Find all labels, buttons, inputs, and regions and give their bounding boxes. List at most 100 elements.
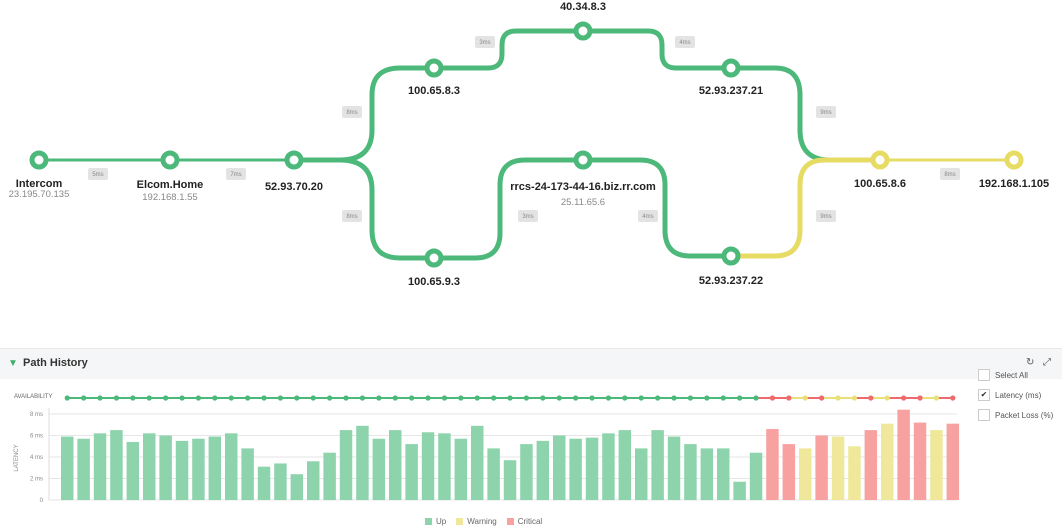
availability-dot[interactable]	[376, 395, 382, 401]
latency-bar[interactable]	[175, 440, 189, 500]
availability-dot[interactable]	[917, 395, 923, 401]
node-icon[interactable]	[29, 150, 49, 170]
latency-bar[interactable]	[717, 448, 730, 500]
availability-dot[interactable]	[901, 395, 907, 401]
option-packet-loss[interactable]: Packet Loss (%)	[978, 409, 1053, 421]
latency-bar[interactable]	[454, 438, 468, 500]
availability-dot[interactable]	[622, 395, 628, 401]
availability-dot[interactable]	[491, 395, 497, 401]
latency-bar[interactable]	[438, 433, 451, 500]
availability-dot[interactable]	[523, 395, 530, 401]
latency-bar[interactable]	[290, 474, 304, 500]
latency-bar[interactable]	[126, 441, 140, 500]
availability-dot[interactable]	[163, 395, 169, 401]
latency-bar[interactable]	[536, 440, 550, 500]
node-n4[interactable]: 52.93.237.21	[699, 58, 763, 97]
availability-dot[interactable]	[64, 395, 70, 401]
availability-dot[interactable]	[228, 395, 234, 401]
latency-bar[interactable]	[684, 444, 697, 500]
latency-bar[interactable]	[864, 430, 878, 500]
availability-dot[interactable]	[327, 395, 333, 401]
availability-dot[interactable]	[113, 395, 120, 401]
availability-dot[interactable]	[884, 395, 890, 401]
latency-bar[interactable]	[93, 433, 107, 500]
availability-dot[interactable]	[786, 395, 792, 401]
latency-bar[interactable]	[946, 423, 960, 500]
latency-bar[interactable]	[749, 452, 763, 500]
latency-bar[interactable]	[700, 448, 714, 500]
availability-dot[interactable]	[425, 395, 431, 401]
availability-dot[interactable]	[851, 395, 858, 401]
node-icon[interactable]	[573, 21, 593, 41]
latency-bar[interactable]	[618, 430, 632, 500]
node-icon[interactable]	[721, 246, 741, 266]
latency-bar[interactable]	[389, 430, 402, 500]
availability-dot[interactable]	[605, 395, 612, 401]
availability-dot[interactable]	[753, 395, 759, 401]
availability-dot[interactable]	[146, 395, 152, 401]
availability-dot[interactable]	[671, 395, 677, 401]
option-latency[interactable]: ✔Latency (ms)	[978, 389, 1041, 401]
availability-dot[interactable]	[819, 395, 825, 401]
node-n1[interactable]: 52.93.70.20	[265, 150, 323, 193]
latency-bar[interactable]	[241, 448, 254, 500]
node-icon[interactable]	[721, 58, 741, 78]
refresh-icon[interactable]: ↻	[1026, 357, 1035, 368]
node-icon[interactable]	[573, 150, 593, 170]
option-select-all[interactable]: Select All	[978, 369, 1028, 381]
legend-up[interactable]: Up	[425, 517, 446, 526]
availability-dot[interactable]	[720, 395, 726, 401]
availability-dot[interactable]	[474, 395, 480, 401]
availability-dot[interactable]	[179, 395, 185, 401]
availability-dot[interactable]	[704, 395, 710, 401]
availability-dot[interactable]	[409, 395, 415, 401]
availability-dot[interactable]	[261, 395, 267, 401]
latency-bar[interactable]	[143, 433, 156, 500]
availability-dot[interactable]	[212, 395, 218, 401]
latency-bar[interactable]	[372, 438, 386, 500]
expand-icon[interactable]: ⤢	[1043, 357, 1051, 368]
latency-bar[interactable]	[159, 435, 172, 501]
latency-bar[interactable]	[421, 432, 435, 500]
latency-bar[interactable]	[274, 463, 287, 500]
latency-bar[interactable]	[339, 430, 353, 500]
node-n8[interactable]: 100.65.8.6	[854, 150, 906, 190]
availability-dot[interactable]	[458, 395, 464, 401]
latency-bar[interactable]	[405, 444, 418, 500]
latency-bar[interactable]	[667, 436, 681, 500]
node-icon[interactable]	[870, 150, 890, 170]
availability-dot[interactable]	[441, 395, 448, 401]
availability-dot[interactable]	[556, 395, 562, 401]
latency-bar[interactable]	[520, 444, 533, 500]
node-n3[interactable]: 40.34.8.3	[560, 1, 606, 41]
availability-dot[interactable]	[802, 395, 808, 401]
node-n5[interactable]: 100.65.9.3	[408, 248, 460, 288]
latency-bar[interactable]	[569, 438, 582, 500]
availability-dot[interactable]	[737, 395, 743, 401]
latency-bar[interactable]	[766, 429, 779, 500]
node-n7[interactable]: 52.93.237.22	[699, 246, 763, 287]
availability-dot[interactable]	[589, 395, 595, 401]
latency-bar[interactable]	[257, 466, 271, 500]
availability-dot[interactable]	[245, 395, 251, 401]
availability-dot[interactable]	[392, 395, 398, 401]
node-n2[interactable]: 100.65.8.3	[408, 58, 460, 97]
availability-dot[interactable]	[540, 395, 546, 401]
latency-bar[interactable]	[553, 435, 566, 501]
latency-bar[interactable]	[503, 460, 517, 500]
availability-dot[interactable]	[573, 395, 579, 401]
latency-bar[interactable]	[585, 437, 599, 500]
legend-warning[interactable]: Warning	[456, 517, 497, 526]
latency-bar[interactable]	[192, 438, 205, 500]
legend-critical[interactable]: Critical	[506, 517, 542, 526]
latency-bar[interactable]	[799, 448, 812, 500]
node-icon[interactable]	[424, 248, 444, 268]
availability-dot[interactable]	[769, 395, 776, 401]
latency-bar[interactable]	[651, 430, 664, 500]
checkbox[interactable]	[978, 369, 990, 381]
latency-bar[interactable]	[208, 436, 222, 500]
latency-bar[interactable]	[782, 444, 796, 500]
